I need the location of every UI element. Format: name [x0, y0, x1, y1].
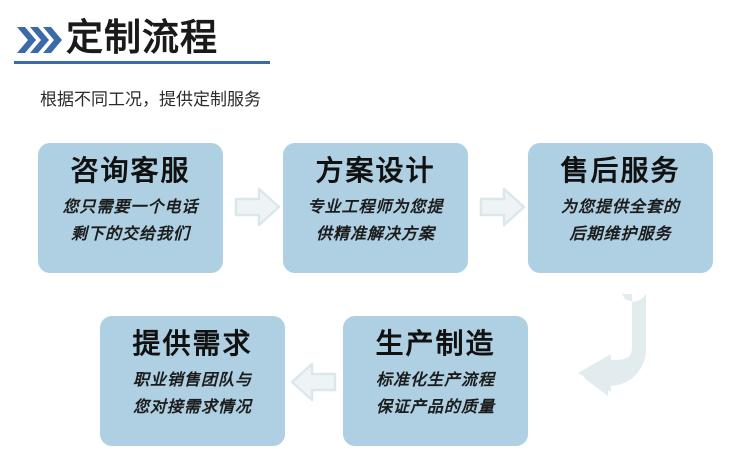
flow-card-body: 标准化生产流程 保证产品的质量: [350, 366, 522, 420]
flow-card-body-line: 您只需要一个电话: [62, 197, 199, 216]
flow-card-body: 为您提供全套的 后期维护服务: [535, 193, 707, 247]
flow-card-title: 提供需求: [132, 327, 253, 360]
flow-card-consult-service[interactable]: 咨询客服 您只需要一个电话 剩下的交给我们: [38, 143, 223, 273]
flow-card-title: 生产制造: [375, 327, 496, 360]
flow-card-body-line: 后期维护服务: [569, 224, 672, 243]
title-underline-rule: [14, 61, 270, 64]
flow-card-body-line: 供精准解决方案: [315, 224, 435, 243]
flow-card-body-line: 您对接需求情况: [132, 397, 252, 416]
page-subtitle: 根据不同工况，提供定制服务: [40, 90, 261, 110]
flow-card-body: 专业工程师为您提 供精准解决方案: [290, 193, 462, 247]
flow-card-body: 职业销售团队与 您对接需求情况: [107, 366, 279, 420]
flow-card-body: 您只需要一个电话 剩下的交给我们: [45, 193, 217, 247]
flow-card-title: 咨询客服: [70, 154, 191, 187]
arrow-left-icon: [290, 362, 337, 402]
triple-chevron-right-icon: [17, 27, 62, 53]
flow-card-title: 售后服务: [560, 154, 681, 187]
flow-card-after-sales-service[interactable]: 售后服务 为您提供全套的 后期维护服务: [528, 143, 713, 273]
flow-card-body-line: 剩下的交给我们: [70, 224, 190, 243]
flow-card-title: 方案设计: [315, 154, 436, 187]
arrow-right-icon: [479, 187, 526, 227]
arrow-uturn-down-left-icon: [578, 294, 646, 396]
flow-card-production-manufacturing[interactable]: 生产制造 标准化生产流程 保证产品的质量: [343, 316, 528, 446]
flow-card-body-line: 职业销售团队与: [132, 370, 252, 389]
page-title: 定制流程: [66, 16, 218, 59]
flow-card-body-line: 标准化生产流程: [375, 370, 495, 389]
flow-card-body-line: 保证产品的质量: [375, 397, 495, 416]
flow-card-body-line: 为您提供全套的: [560, 197, 680, 216]
flow-card-solution-design[interactable]: 方案设计 专业工程师为您提 供精准解决方案: [283, 143, 468, 273]
arrow-right-icon: [234, 187, 281, 227]
flow-card-provide-requirements[interactable]: 提供需求 职业销售团队与 您对接需求情况: [100, 316, 285, 446]
section-header: 定制流程: [14, 14, 314, 74]
flow-card-body-line: 专业工程师为您提: [307, 197, 444, 216]
